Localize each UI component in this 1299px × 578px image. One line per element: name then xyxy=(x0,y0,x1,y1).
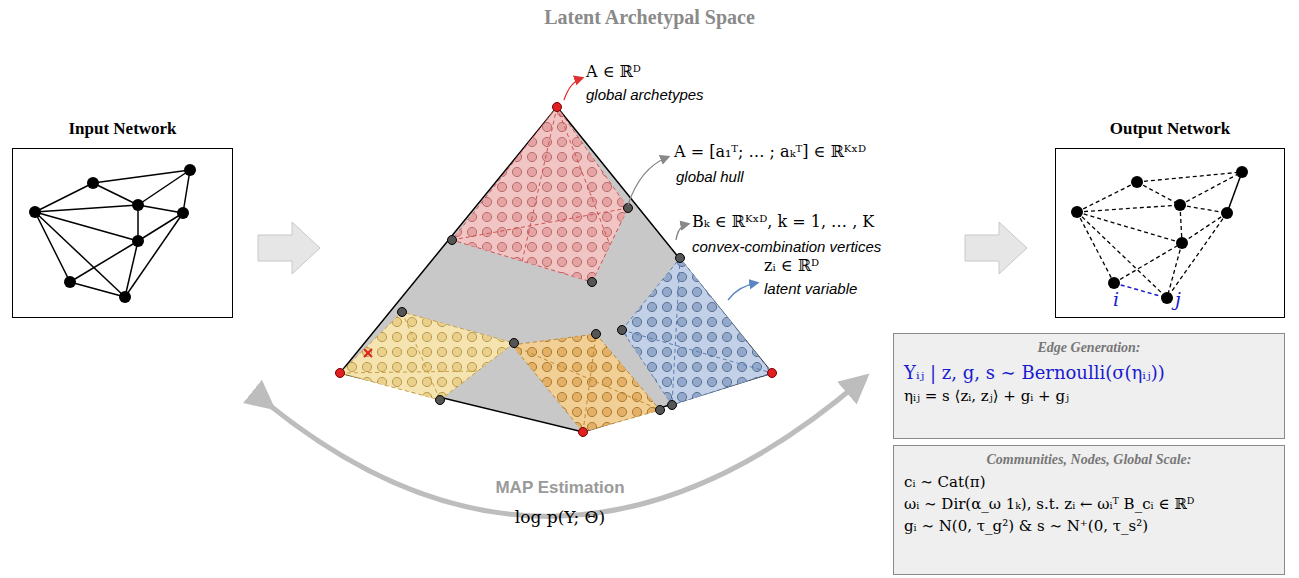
annotation: convex-combination vertices xyxy=(692,238,881,255)
annotation: global hull xyxy=(676,168,744,185)
formula-box: Communities, Nodes, Global Scale: cᵢ ∼ Ca… xyxy=(893,445,1285,575)
box-heading: Edge Generation: xyxy=(904,340,1274,356)
math-label: A = [a₁ᵀ; … ; aₖᵀ] ∈ ℝᴷˣᴰ xyxy=(674,142,866,161)
box-heading: Communities, Nodes, Global Scale: xyxy=(904,452,1274,468)
box-heading: Output Network xyxy=(1056,119,1284,139)
math-label: zᵢ ∈ ℝᴰ xyxy=(764,256,819,275)
diagram-title: Latent Archetypal Space xyxy=(0,6,1299,29)
formula-line: ωᵢ ∼ Dir(α_ω 1ₖ), s.t. zᵢ ← ωᵢᵀ B_cᵢ ∈ ℝ… xyxy=(904,494,1274,516)
network-box: Input Network xyxy=(12,148,233,318)
network-box: Output Network xyxy=(1055,148,1285,318)
formula-line: ηᵢⱼ = s ⟨zᵢ, zⱼ⟩ + gᵢ + gⱼ xyxy=(904,386,1274,408)
node-label: i xyxy=(1113,288,1119,310)
formula-line: cᵢ ∼ Cat(π) xyxy=(904,472,1274,494)
formula-box: Edge Generation: Yᵢⱼ | z, g, s ∼ Bernoull… xyxy=(893,333,1285,439)
formula-label: log p(Y; Θ) xyxy=(515,507,605,527)
formula-line: gᵢ ∼ N(0, τ_g²) & s ∼ N⁺(0, τ_s²) xyxy=(904,516,1274,538)
formula-line: Yᵢⱼ | z, g, s ∼ Bernoulli(σ(ηᵢⱼ)) xyxy=(904,360,1274,386)
node-label: j xyxy=(1175,288,1181,310)
math-label: Bₖ ∈ ℝᴷˣᴰ, k = 1, … , K xyxy=(692,212,874,231)
math-label: A ∈ ℝᴰ xyxy=(586,62,641,81)
annotation: global archetypes xyxy=(586,86,704,103)
box-heading: Input Network xyxy=(13,119,232,139)
method-label: MAP Estimation xyxy=(495,478,624,498)
annotation: latent variable xyxy=(764,280,857,297)
